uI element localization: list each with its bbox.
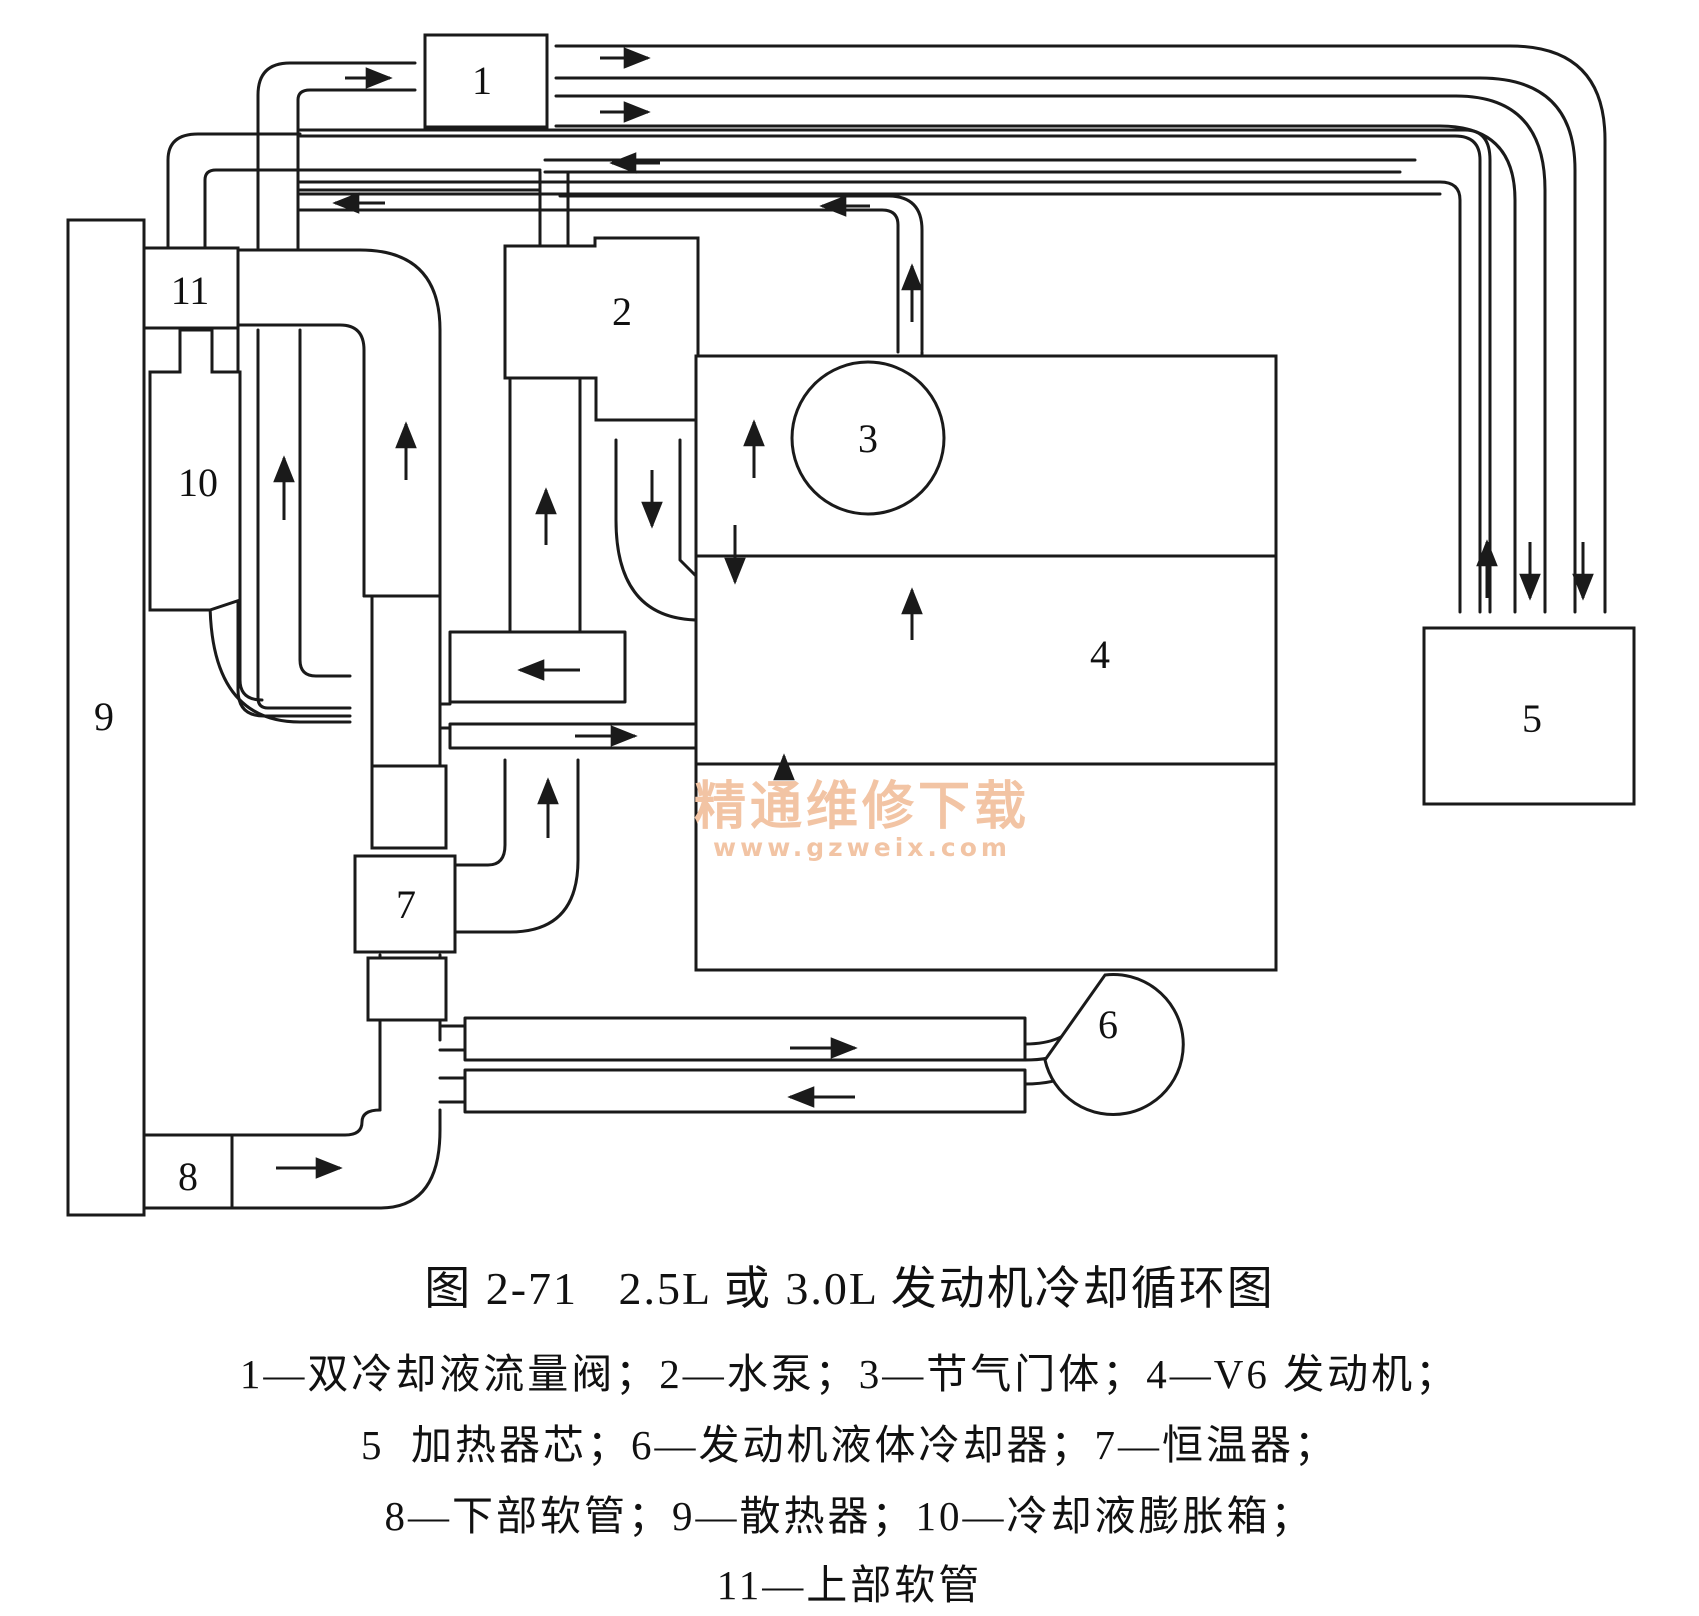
heater-core-5 xyxy=(1422,626,1636,806)
cooler-hoses xyxy=(438,1016,1112,1114)
thermostat-7 xyxy=(353,854,457,954)
legend-line: 5 加热器芯；6—发动机液体冷却器；7—恒温器； xyxy=(361,1422,1338,1468)
oil-cooler-6 xyxy=(1043,973,1185,1116)
label-8: 8 xyxy=(178,1154,198,1199)
watermark-text: 精通维修下载 xyxy=(694,777,1030,837)
lower-hose-8 xyxy=(142,1133,234,1210)
heater-hoses xyxy=(298,44,1607,614)
legend-line: 8—下部软管；9—散热器；10—冷却液膨胀箱； xyxy=(384,1493,1315,1539)
upper-hose-11 xyxy=(142,246,240,330)
label-1: 1 xyxy=(472,58,492,103)
figure-title: 图 2-71 2.5L 或 3.0L 发动机冷却循环图 xyxy=(424,1263,1275,1314)
engine-block-upper xyxy=(694,354,1278,558)
engine-block-middle xyxy=(694,554,1278,766)
lower-hose-8 xyxy=(230,1108,442,1210)
legend-line: 1—双冷却液流量阀；2—水泵；3—节气门体；4—V6 发动机； xyxy=(239,1351,1460,1397)
thermostat-housing-upper xyxy=(370,764,448,850)
watermark-url: www.gzweix.com xyxy=(713,833,1011,862)
bypass-hoses xyxy=(166,61,570,250)
label-9: 9 xyxy=(94,694,114,739)
tank-hoses xyxy=(208,328,352,724)
label-11: 11 xyxy=(171,268,210,313)
label-4: 4 xyxy=(1090,632,1110,677)
label-5: 5 xyxy=(1522,696,1542,741)
engine-block-lower xyxy=(694,762,1278,972)
label-3: 3 xyxy=(858,416,878,461)
legend-line: 11—上部软管 xyxy=(716,1562,983,1608)
expansion-tank-10 xyxy=(148,328,242,612)
upper-hose xyxy=(236,246,442,718)
label-2: 2 xyxy=(612,289,632,334)
flow-valve-1 xyxy=(423,33,549,129)
label-7: 7 xyxy=(396,882,416,927)
radiator-9 xyxy=(66,218,146,1217)
throttle-body-3 xyxy=(790,360,946,516)
label-6: 6 xyxy=(1098,1002,1118,1047)
thermostat-housing-lower xyxy=(366,956,448,1022)
water-pump-2 xyxy=(503,236,700,422)
cooling-circuit-diagram: 1 2 3 4 5 6 7 8 9 10 11 精通维修下载 www.gzwei… xyxy=(66,33,1636,1217)
thermostat-column xyxy=(370,594,442,1112)
label-10: 10 xyxy=(178,460,218,505)
